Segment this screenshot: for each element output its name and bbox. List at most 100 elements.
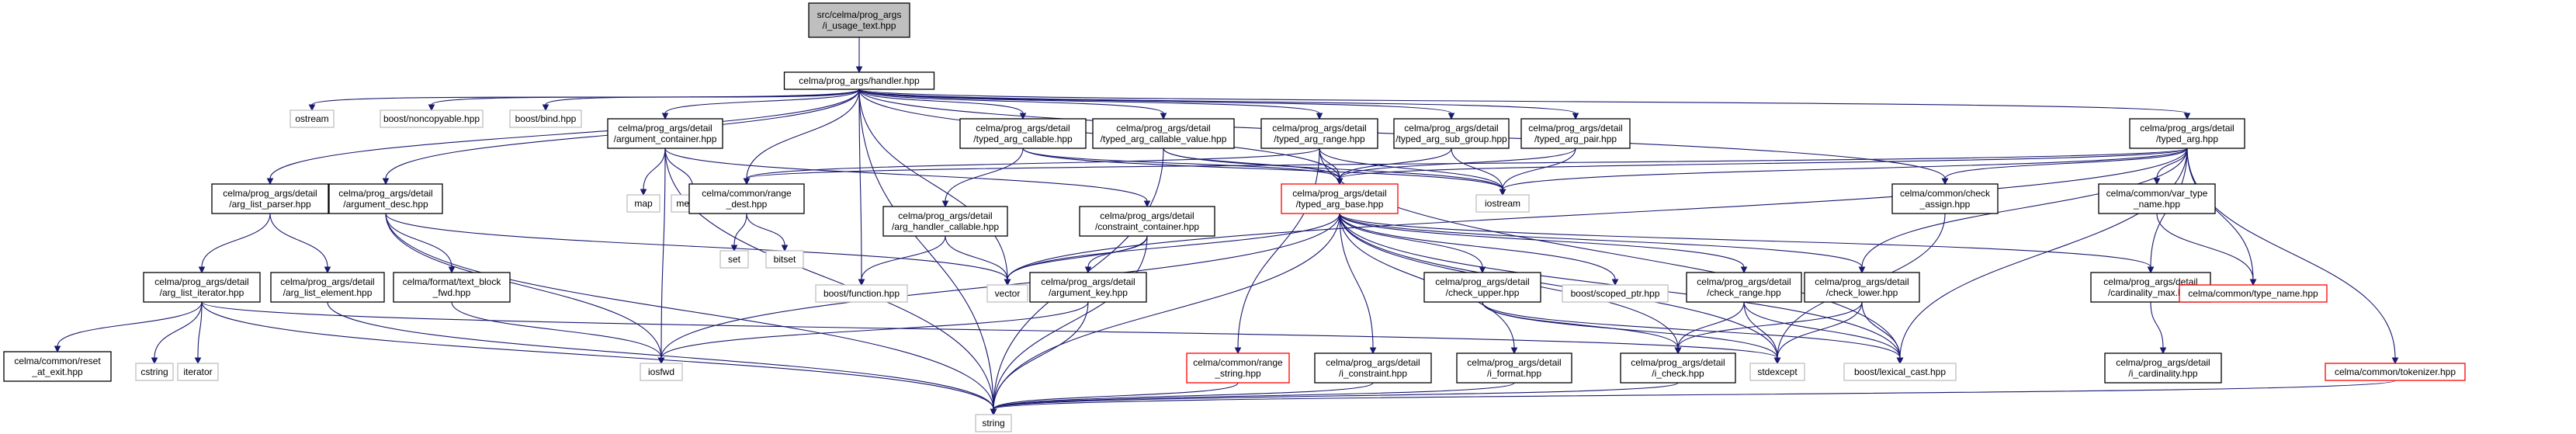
node-label: celma/prog_args/detail — [1292, 188, 1386, 199]
edge-line — [858, 89, 994, 410]
edge-arrowhead — [743, 178, 751, 186]
node-callable[interactable]: celma/prog_args/detail/typed_arg_callabl… — [959, 118, 1087, 149]
edge-line — [197, 301, 203, 359]
node-iconstraint[interactable]: celma/prog_args/detail/i_constraint.hpp — [1314, 352, 1432, 384]
node-label: celma/format/text_block — [403, 276, 502, 287]
node-handlercall[interactable]: celma/prog_args/detail/arg_handler_calla… — [882, 206, 1008, 237]
node-label: boost/function.hpp — [823, 288, 900, 299]
node-lexcast: boost/lexical_cast.hpp — [1843, 363, 1957, 381]
edge-listiter-to-iterator — [194, 301, 203, 365]
node-box — [135, 363, 174, 381]
edge-line — [1163, 148, 1503, 190]
node-label: cstring — [140, 366, 168, 377]
edge-line — [1861, 301, 1901, 359]
node-box — [2129, 118, 2245, 149]
node-box — [270, 272, 385, 303]
node-argdesc[interactable]: celma/prog_args/detail/argument_desc.hpp — [328, 183, 443, 214]
node-checkrange[interactable]: celma/prog_args/detail/check_range.hpp — [1686, 272, 1802, 303]
node-typedarg[interactable]: celma/prog_args/detail/typed_arg.hpp — [2129, 118, 2245, 149]
node-noncopyable: boost/noncopyable.hpp — [380, 109, 484, 128]
edge-line — [746, 148, 2188, 179]
node-subgroup[interactable]: celma/prog_args/detail/typed_arg_sub_gro… — [1393, 118, 1510, 149]
node-rangedest[interactable]: celma/common/range_dest.hpp — [688, 183, 805, 214]
node-label: celma/common/type_name.hpp — [2188, 288, 2318, 299]
node-resetexit[interactable]: celma/common/reset_at_exit.hpp — [3, 351, 112, 382]
node-listelem[interactable]: celma/prog_args/detail/arg_list_element.… — [270, 272, 385, 303]
node-listiter[interactable]: celma/prog_args/detail/arg_list_iterator… — [143, 272, 261, 303]
node-box — [1423, 272, 1541, 303]
node-textblock[interactable]: celma/format/text_block_fwd.hpp — [393, 272, 511, 303]
edge-line — [201, 213, 271, 268]
node-icard[interactable]: celma/prog_args/detail/i_cardinality.hpp — [2104, 352, 2222, 384]
node-label: _at_exit.hpp — [31, 366, 83, 377]
node-checkupper[interactable]: celma/prog_args/detail/check_upper.hpp — [1423, 272, 1541, 303]
edge-handler-to-pair — [858, 89, 1579, 120]
edge-base-to-checklower — [1339, 213, 1866, 274]
edge-checklower-to-lexcast — [1861, 301, 1904, 365]
edge-listiter-to-string — [201, 301, 997, 416]
edge-line — [993, 235, 1148, 410]
node-label: celma/prog_args/detail — [1467, 357, 1561, 368]
edge-line — [945, 235, 1008, 280]
node-cstring: cstring — [135, 363, 174, 381]
edge-handler-to-listparser — [266, 89, 860, 186]
node-box — [289, 109, 335, 128]
node-checkassign[interactable]: celma/common/check_assign.hpp — [1891, 183, 1999, 214]
edge-line — [1743, 301, 1778, 359]
node-set: set — [719, 250, 749, 269]
edge-line — [993, 380, 2396, 410]
edge-arrowhead — [2159, 347, 2167, 355]
node-argkey[interactable]: celma/prog_args/detail/argument_key.hpp — [1029, 272, 1147, 303]
edge-arrowhead — [382, 178, 390, 186]
edge-line — [1339, 148, 2188, 179]
edge-arrowhead — [1369, 347, 1377, 355]
edge-arrowhead — [1004, 279, 1011, 286]
node-label: celma/common/check — [1900, 188, 1991, 199]
edge-range-to-rangestring — [1234, 148, 1320, 355]
node-handler[interactable]: celma/prog_args/handler.hpp — [783, 71, 935, 90]
node-iostream: iostream — [1475, 194, 1530, 213]
edge-rangedest-to-set — [730, 213, 747, 252]
edge-pair-to-iostream — [1499, 148, 1576, 196]
node-label: _name.hpp — [2133, 199, 2180, 210]
edge-line — [664, 89, 860, 114]
edge-line — [861, 235, 946, 280]
node-constrcont[interactable]: celma/prog_args/detail/constraint_contai… — [1079, 206, 1215, 237]
node-range[interactable]: celma/prog_args/detail/typed_arg_range.h… — [1260, 118, 1378, 149]
edge-handler-to-range — [858, 89, 1323, 120]
edge-line — [1339, 213, 1778, 359]
edge-handler-to-callval — [858, 89, 1167, 120]
node-vartype[interactable]: celma/common/var_type_name.hpp — [2098, 183, 2216, 214]
node-listparser[interactable]: celma/prog_args/detail/arg_list_parser.h… — [211, 183, 329, 214]
node-label: /typed_arg_pair.hpp — [1534, 134, 1617, 144]
edge-textblock-to-iosfwd — [451, 301, 665, 365]
edge-arrowhead — [151, 357, 158, 365]
edge-line — [993, 382, 1374, 410]
node-iformat[interactable]: celma/prog_args/detail/i_format.hpp — [1456, 352, 1572, 384]
node-box — [393, 272, 511, 303]
node-label: /check_range.hpp — [1707, 287, 1781, 298]
edge-typedarg-to-lexcast — [1896, 148, 2188, 365]
edge-arrowhead — [308, 104, 316, 112]
edge-arrowhead — [941, 200, 949, 208]
node-icheck[interactable]: celma/prog_args/detail/i_check.hpp — [1620, 352, 1736, 384]
node-label: string — [982, 418, 1004, 429]
edge-arrowhead — [324, 266, 331, 274]
node-box — [1029, 272, 1147, 303]
node-argcont[interactable]: celma/prog_args/detail/argument_containe… — [607, 118, 723, 149]
node-label: src/celma/prog_args — [817, 9, 902, 20]
node-callval[interactable]: celma/prog_args/detail/typed_arg_callabl… — [1092, 118, 1235, 149]
edge-arrowhead — [2153, 178, 2161, 186]
node-label: celma/prog_args/detail — [1697, 276, 1791, 287]
edge-line — [660, 301, 1089, 359]
edge-typedarg-to-tokenizer — [2186, 148, 2399, 365]
edge-base-to-cardmax — [1339, 213, 2155, 274]
edge-line — [1743, 301, 1901, 359]
node-checklower[interactable]: celma/prog_args/detail/check_lower.hpp — [1804, 272, 1920, 303]
node-box — [211, 183, 329, 214]
edge-line — [858, 89, 1008, 280]
edge-line — [154, 301, 203, 359]
edge-listparser-to-listiter — [198, 213, 271, 274]
edge-typedarg-to-iostream — [1499, 148, 2188, 196]
node-pair[interactable]: celma/prog_args/detail/typed_arg_pair.hp… — [1520, 118, 1631, 149]
